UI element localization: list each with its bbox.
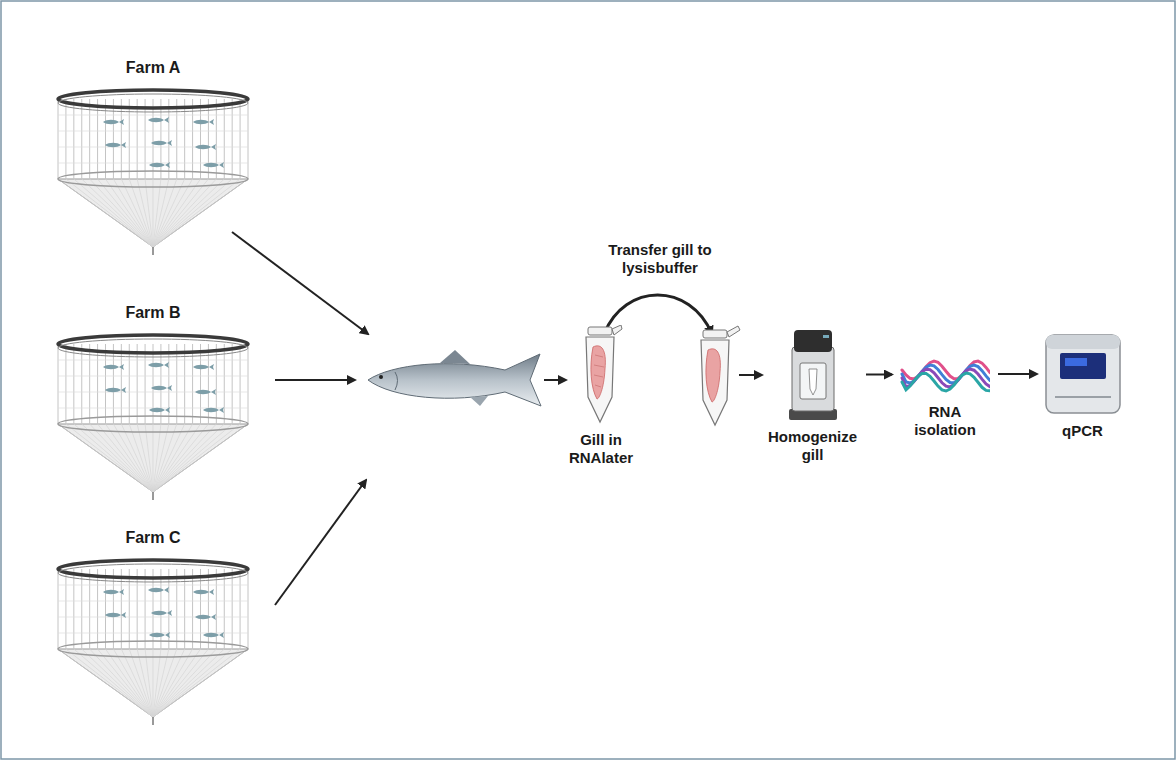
net-pen xyxy=(53,557,253,729)
salmon-fish xyxy=(368,350,541,406)
transfer-arrow xyxy=(604,295,712,334)
flow-arrow xyxy=(275,480,366,605)
farm-pen: Farm B xyxy=(53,303,253,504)
qpcr-machine xyxy=(1043,331,1123,416)
step-note: Transfer gill to lysisbuffer xyxy=(587,241,733,277)
step-label: RNA isolation xyxy=(908,403,983,439)
lysis-tube xyxy=(701,326,740,425)
homogenizer xyxy=(783,327,843,422)
sample-tube xyxy=(579,325,623,425)
step-label: qPCR xyxy=(1062,422,1103,440)
process-step: RNA isolation xyxy=(895,352,995,439)
process-step: Homogenize gill xyxy=(762,327,863,464)
flow-arrow xyxy=(998,373,1037,375)
farm-title: Farm A xyxy=(126,58,181,77)
net-pen xyxy=(53,332,253,504)
flow-arrow xyxy=(232,232,368,334)
farm-title: Farm C xyxy=(125,528,180,547)
farm-pen: Farm A xyxy=(53,58,253,259)
flow-arrow xyxy=(275,379,355,381)
flow-arrow xyxy=(544,379,566,381)
rna-strands xyxy=(900,352,990,397)
flow-arrow xyxy=(739,374,762,376)
farm-pen: Farm C xyxy=(53,528,253,729)
process-step: qPCR xyxy=(1040,331,1125,440)
net-pen xyxy=(53,87,253,259)
step-label: Gill in RNAlater xyxy=(561,431,641,467)
flow-arrow xyxy=(866,374,892,376)
farm-title: Farm B xyxy=(125,303,180,322)
step-label: Homogenize gill xyxy=(765,428,860,464)
process-step: Gill in RNAlater xyxy=(555,325,647,467)
